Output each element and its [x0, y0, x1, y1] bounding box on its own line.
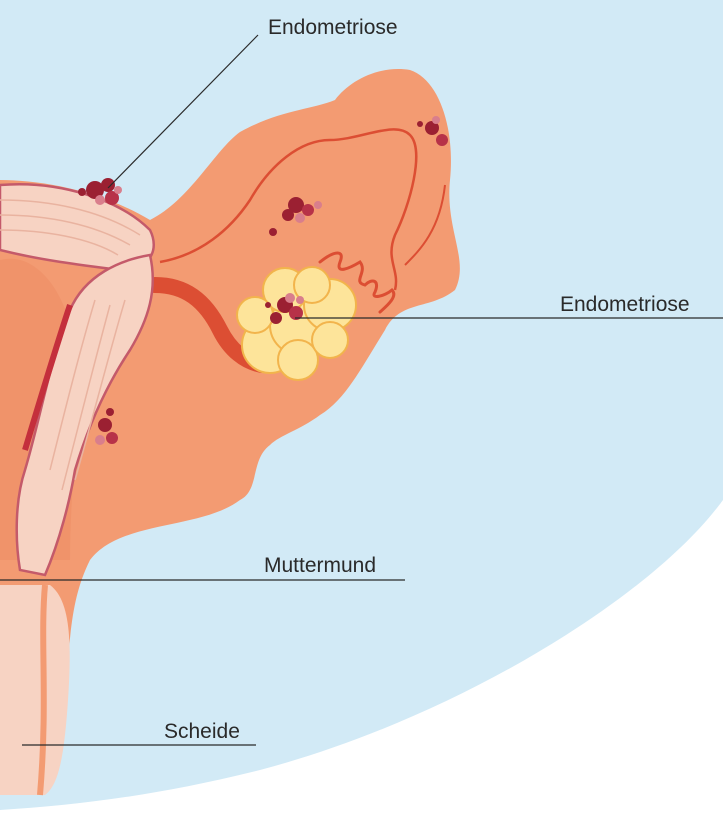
vagina — [0, 585, 70, 795]
vaginal-canal — [40, 585, 45, 795]
label-endometriosis-right: Endometriose — [560, 294, 690, 315]
label-endometriosis-top: Endometriose — [268, 17, 398, 38]
label-cervix: Muttermund — [264, 555, 376, 576]
label-vagina: Scheide — [164, 721, 240, 742]
